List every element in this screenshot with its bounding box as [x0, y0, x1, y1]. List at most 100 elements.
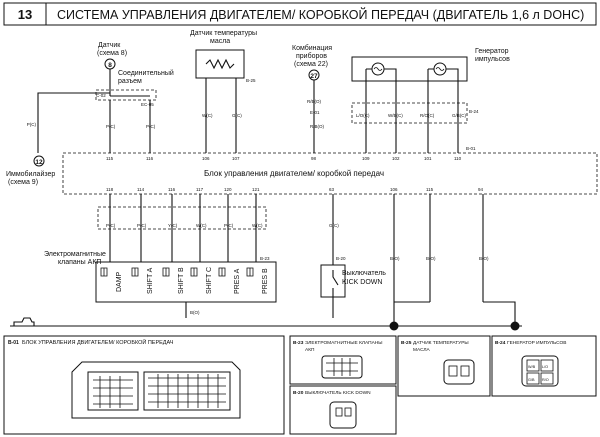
- wire-color-107: G(C): [232, 113, 242, 118]
- kickdown-pin-2: [344, 407, 352, 417]
- solenoid-label-2: клапаны АКП: [58, 259, 101, 266]
- pin-top-9: 110: [454, 156, 462, 161]
- pin-top-5: 98: [311, 156, 317, 161]
- wire-color-b2: P(C): [137, 223, 147, 228]
- wire-color-106b: B(O): [390, 256, 400, 261]
- header-frame: [3, 2, 597, 26]
- pin-bottom-2: 114: [137, 187, 145, 192]
- pulse-gen-pin-2: [540, 359, 554, 372]
- wire-color-101: R/O(C): [420, 113, 435, 118]
- ecu-connector-pins-b: [143, 371, 231, 411]
- wire-color-94: B(O): [479, 256, 489, 261]
- cluster-label-2: приборов: [296, 52, 327, 60]
- panel-solenoid-connector: [289, 335, 397, 385]
- ecu-connector-shell: [71, 361, 241, 419]
- panel-pulse-gen-connector: [491, 335, 597, 397]
- panel-pulse-gen-code: B-24: [495, 340, 506, 346]
- immobilizer-label: Иммобилайзер: [6, 170, 55, 178]
- pulse-gen-label-2: импульсов: [475, 56, 510, 63]
- pin-bottom-4: 117: [196, 187, 204, 192]
- solenoid-ground-color: B(O): [190, 310, 200, 315]
- kickdown-label-2: KICK DOWN: [342, 279, 382, 286]
- pulse-gen-pin-4: [540, 372, 554, 385]
- kickdown-label: Выключатель: [342, 270, 386, 277]
- pin-bottom-6: 121: [252, 187, 260, 192]
- sensor-circle-number: 8: [108, 62, 112, 69]
- pin-bottom-1: 118: [106, 187, 114, 192]
- ecu-connector-pins-a: [87, 371, 139, 411]
- connector-e01: E-01: [310, 110, 320, 115]
- ecu-connector-grid-b: [148, 374, 226, 408]
- wire-color-115: P(C): [106, 124, 116, 129]
- ecu-connector-grid-a: [93, 376, 133, 408]
- pulse-gen-wiring-2: [427, 68, 459, 81]
- solenoid-connector-body: [321, 355, 363, 379]
- pulse-gen-wave-1: [373, 67, 383, 71]
- solenoid-connector-pins: [326, 358, 358, 376]
- wire-color-b4: W(C): [196, 223, 207, 228]
- cluster-label: Комбинация: [292, 44, 332, 52]
- solenoid-damp: DAMP: [116, 271, 123, 292]
- pulse-gen-label: Генератор: [475, 48, 509, 55]
- pin-top-4: 107: [232, 156, 240, 161]
- solenoid-shift-b: SHIFT B: [178, 267, 185, 294]
- solenoid-shift-c: SHIFT C: [206, 267, 213, 294]
- panel-kickdown-title: ВЫКЛЮЧАТЕЛЬ KICK DOWN: [305, 390, 371, 396]
- immobilizer-circle-number: 12: [35, 159, 43, 166]
- pin-top-1: 115: [106, 156, 114, 161]
- pin-top-6: 109: [362, 156, 370, 161]
- connector-b25: B-25: [246, 78, 256, 83]
- page-title: СИСТЕМА УПРАВЛЕНИЯ ДВИГАТЕЛЕМ/ КОРОБКОЙ …: [57, 7, 584, 22]
- panel-solenoid-code: B-23: [293, 340, 304, 346]
- panel-oil-temp-connector: [397, 335, 491, 397]
- panel-solenoid-title: ЭЛЕКТРОМАГНИТНЫЕ КЛАПАНЫ: [305, 340, 383, 346]
- pulse-gen-pin-3: [526, 372, 540, 385]
- wire-color-116: P(C): [146, 124, 156, 129]
- pin-bottom-5: 120: [224, 187, 232, 192]
- solenoid-label: Электромагнитные: [44, 251, 106, 258]
- panel-ecu-connector: [3, 335, 285, 435]
- panel-kickdown-code: B-20: [293, 390, 304, 396]
- kickdown-pin-1: [335, 407, 343, 417]
- pin-top-3: 106: [202, 156, 210, 161]
- connector-b23: B-23: [260, 256, 270, 261]
- cluster-ref: (схема 22): [294, 61, 328, 68]
- oil-temp-pin-1: [448, 365, 458, 377]
- panel-oil-temp-title-2: МАСЛА: [413, 347, 431, 353]
- pin-bottom-3: 116: [168, 187, 176, 192]
- pin-top-8: 101: [424, 156, 432, 161]
- kickdown-connector-body: [329, 401, 357, 429]
- immobilizer-circle: [33, 155, 45, 167]
- pin-bottom-9: 115: [426, 187, 434, 192]
- panel-oil-temp-title: ДАТЧИК ТЕМПЕРАТУРЫ: [413, 340, 469, 346]
- wire-immobilizer: [37, 92, 110, 153]
- wire-color-b6: W(C): [252, 223, 263, 228]
- connector-c02: C-02: [96, 93, 106, 98]
- immobilizer-ref: (схема 9): [8, 179, 38, 186]
- connector-b20: B-20: [336, 256, 346, 261]
- pin-top-7: 102: [392, 156, 400, 161]
- wire-color-109: L/O(C): [356, 113, 370, 118]
- ground-car-icon: [13, 317, 35, 326]
- wire-sensor-join: [109, 92, 150, 97]
- page-number: 13: [18, 7, 32, 22]
- wire-color-106: W(C): [202, 113, 213, 118]
- oil-temp-label-2: масла: [210, 38, 230, 45]
- oil-temp-connector-body: [443, 359, 475, 385]
- pulse-gen-pin-1: [526, 359, 540, 372]
- wire-color-115b: B(O): [426, 256, 436, 261]
- panel-oil-temp-code: B-25: [401, 340, 412, 346]
- connector-label-2: разъем: [118, 78, 142, 85]
- pulse-gen-pin-label-1: W/B: [528, 365, 536, 369]
- ecu-label: Блок управления двигателем/ коробкой пер…: [204, 169, 384, 178]
- pin-bottom-7: 63: [329, 187, 335, 192]
- pulse-gen-box: [351, 56, 468, 82]
- oil-temp-sensor-box: [195, 49, 245, 79]
- pin-bottom-10: 94: [478, 187, 484, 192]
- wire-color-63: G(C): [329, 223, 339, 228]
- pin-top-2: 116: [146, 156, 154, 161]
- wire-color-b3: Y(C): [168, 223, 178, 228]
- wire-color-102: W/B(C): [388, 113, 403, 118]
- kickdown-contact: [332, 270, 339, 297]
